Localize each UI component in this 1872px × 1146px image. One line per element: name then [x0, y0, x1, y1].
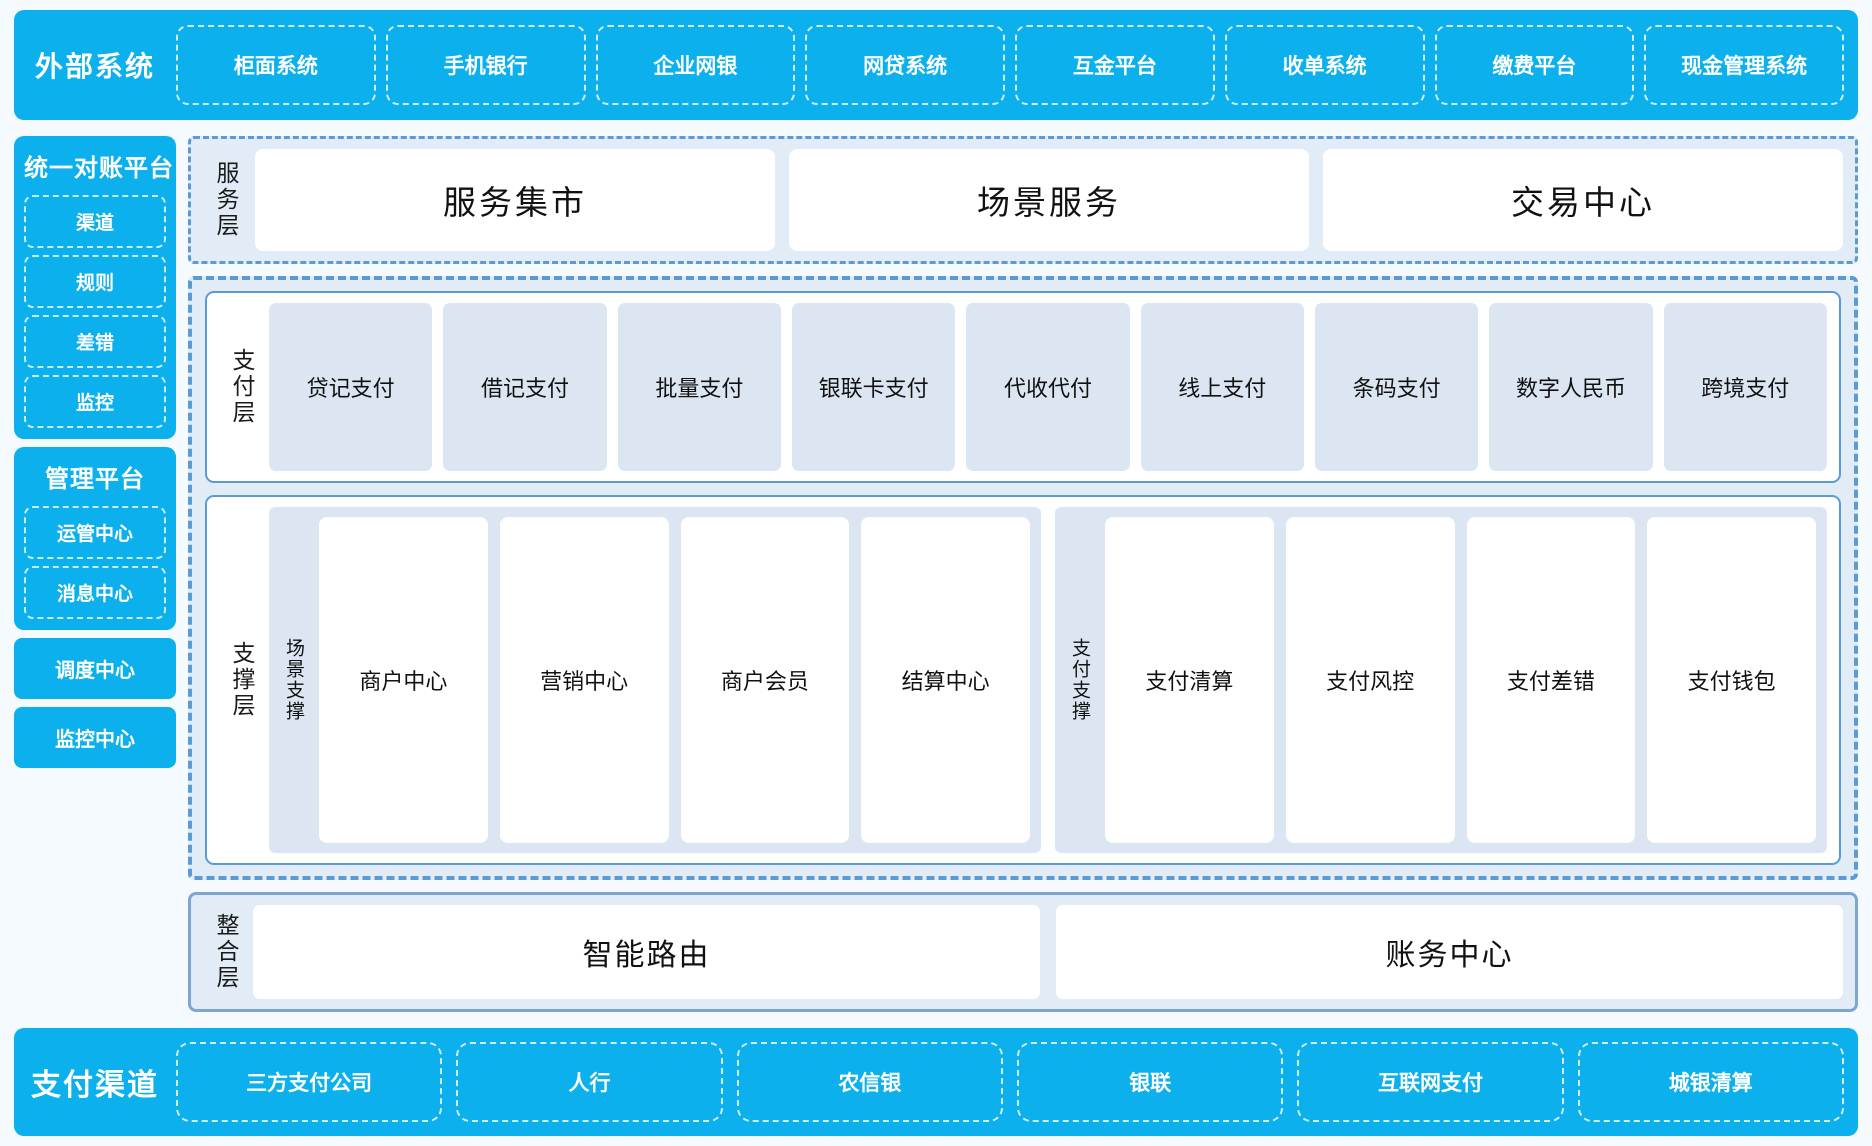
sidebar-item-rule[interactable]: 规则 [24, 255, 166, 308]
payment-card-debit[interactable]: 借记支付 [443, 303, 607, 471]
integration-layer-label: 整合层 [213, 913, 239, 991]
integration-layer: 整合层 智能路由 账务中心 [188, 892, 1858, 1012]
payment-channels-list: 三方支付公司 人行 农信银 银联 互联网支付 城银清算 [176, 1042, 1844, 1122]
reconciliation-platform-title: 统一对账平台 [24, 155, 174, 182]
payment-card-batch[interactable]: 批量支付 [617, 303, 781, 471]
support-card-payment-error[interactable]: 支付差错 [1466, 517, 1636, 843]
service-layer: 服务层 服务集市 场景服务 交易中心 [188, 136, 1858, 264]
integration-layer-cards: 智能路由 账务中心 [253, 905, 1843, 999]
payment-card-online[interactable]: 线上支付 [1140, 303, 1304, 471]
middle-region: 统一对账平台 渠道 规则 差错 监控 管理平台 运管中心 消息中心 调度中心 监… [14, 136, 1858, 1012]
external-system-item[interactable]: 收单系统 [1224, 25, 1425, 105]
support-card-settlement-center[interactable]: 结算中心 [861, 517, 1030, 843]
sidebar-item-monitor[interactable]: 监控 [24, 375, 166, 428]
service-layer-cards: 服务集市 场景服务 交易中心 [255, 149, 1843, 251]
payment-card-collection[interactable]: 代收代付 [966, 303, 1130, 471]
payment-card-credit[interactable]: 贷记支付 [269, 303, 433, 471]
support-card-payment-clearing[interactable]: 支付清算 [1105, 517, 1274, 843]
support-card-marketing-center[interactable]: 营销中心 [499, 517, 669, 843]
external-system-item[interactable]: 手机银行 [385, 25, 586, 105]
payment-channels-bar: 支付渠道 三方支付公司 人行 农信银 银联 互联网支付 城银清算 [14, 1028, 1858, 1136]
support-layer: 支撑层 场景支撑 商户中心 营销中心 商户会员 结算中心 [205, 495, 1841, 865]
support-card-merchant-center[interactable]: 商户中心 [319, 517, 488, 843]
payment-card-unionpay[interactable]: 银联卡支付 [791, 303, 956, 471]
channel-item-city-bank-clearing[interactable]: 城银清算 [1577, 1042, 1844, 1122]
payment-card-barcode[interactable]: 条码支付 [1314, 303, 1479, 471]
service-layer-label: 服务层 [213, 161, 239, 239]
support-group-payment: 支付支撑 支付清算 支付风控 支付差错 支付钱包 [1055, 507, 1827, 853]
payment-layer-label: 支付层 [229, 348, 255, 426]
support-layer-groups: 场景支撑 商户中心 营销中心 商户会员 结算中心 支付支撑 支付清算 [269, 507, 1827, 853]
payment-card-cross-border[interactable]: 跨境支付 [1663, 303, 1827, 471]
support-group-payment-cards: 支付清算 支付风控 支付差错 支付钱包 [1105, 517, 1816, 843]
support-layer-label: 支撑层 [229, 641, 255, 719]
sidebar-item-error[interactable]: 差错 [24, 315, 166, 368]
channel-item-rcc[interactable]: 农信银 [736, 1042, 1003, 1122]
sidebar-item-operations-center[interactable]: 运管中心 [24, 506, 166, 559]
external-system-item[interactable]: 互金平台 [1015, 25, 1215, 105]
channel-item-internet-payment[interactable]: 互联网支付 [1297, 1042, 1564, 1122]
integration-card-smart-routing[interactable]: 智能路由 [253, 905, 1040, 999]
external-system-item[interactable]: 缴费平台 [1434, 25, 1635, 105]
left-sidebar: 统一对账平台 渠道 规则 差错 监控 管理平台 运管中心 消息中心 调度中心 监… [14, 136, 176, 1012]
channel-item-pboc[interactable]: 人行 [456, 1042, 723, 1122]
support-card-merchant-member[interactable]: 商户会员 [680, 517, 850, 843]
sidebar-item-monitoring-center[interactable]: 监控中心 [14, 707, 176, 768]
support-group-payment-label: 支付支撑 [1069, 638, 1090, 722]
channel-item-unionpay[interactable]: 银联 [1016, 1042, 1284, 1122]
management-platform-title: 管理平台 [45, 466, 145, 493]
channel-item-third-party[interactable]: 三方支付公司 [176, 1042, 443, 1122]
external-system-item[interactable]: 网贷系统 [805, 25, 1005, 105]
support-group-scenario-label: 场景支撑 [283, 638, 304, 722]
external-systems-list: 柜面系统 手机银行 企业网银 网贷系统 互金平台 收单系统 缴费平台 现金管理系… [176, 25, 1844, 105]
service-card-marketplace[interactable]: 服务集市 [255, 149, 775, 251]
payment-card-digital-rmb[interactable]: 数字人民币 [1489, 303, 1653, 471]
layers-column: 服务层 服务集市 场景服务 交易中心 支付层 贷记支付 借记支付 批量支付 银联… [188, 136, 1858, 1012]
external-systems-bar: 外部系统 柜面系统 手机银行 企业网银 网贷系统 互金平台 收单系统 缴费平台 … [14, 10, 1858, 120]
payment-layer-cards: 贷记支付 借记支付 批量支付 银联卡支付 代收代付 线上支付 条码支付 数字人民… [269, 303, 1827, 471]
external-system-item[interactable]: 柜面系统 [176, 25, 376, 105]
external-system-item[interactable]: 企业网银 [595, 25, 796, 105]
payment-layer: 支付层 贷记支付 借记支付 批量支付 银联卡支付 代收代付 线上支付 条码支付 … [205, 291, 1841, 483]
sidebar-item-channel[interactable]: 渠道 [24, 195, 166, 248]
service-card-scenario[interactable]: 场景服务 [789, 149, 1309, 251]
sidebar-item-scheduling-center[interactable]: 调度中心 [14, 638, 176, 699]
support-card-payment-risk[interactable]: 支付风控 [1285, 517, 1455, 843]
payment-support-container: 支付层 贷记支付 借记支付 批量支付 银联卡支付 代收代付 线上支付 条码支付 … [188, 276, 1858, 880]
external-system-item[interactable]: 现金管理系统 [1644, 25, 1844, 105]
sidebar-item-message-center[interactable]: 消息中心 [24, 566, 166, 619]
support-group-scenario: 场景支撑 商户中心 营销中心 商户会员 结算中心 [269, 507, 1041, 853]
support-card-payment-wallet[interactable]: 支付钱包 [1647, 517, 1816, 843]
integration-card-accounting-center[interactable]: 账务中心 [1056, 905, 1843, 999]
external-systems-title: 外部系统 [34, 51, 155, 82]
management-platform-panel: 管理平台 运管中心 消息中心 [14, 447, 176, 630]
support-group-scenario-cards: 商户中心 营销中心 商户会员 结算中心 [319, 517, 1030, 843]
service-card-transaction[interactable]: 交易中心 [1323, 149, 1843, 251]
reconciliation-platform-panel: 统一对账平台 渠道 规则 差错 监控 [14, 136, 176, 439]
payment-channels-title: 支付渠道 [31, 1069, 159, 1102]
